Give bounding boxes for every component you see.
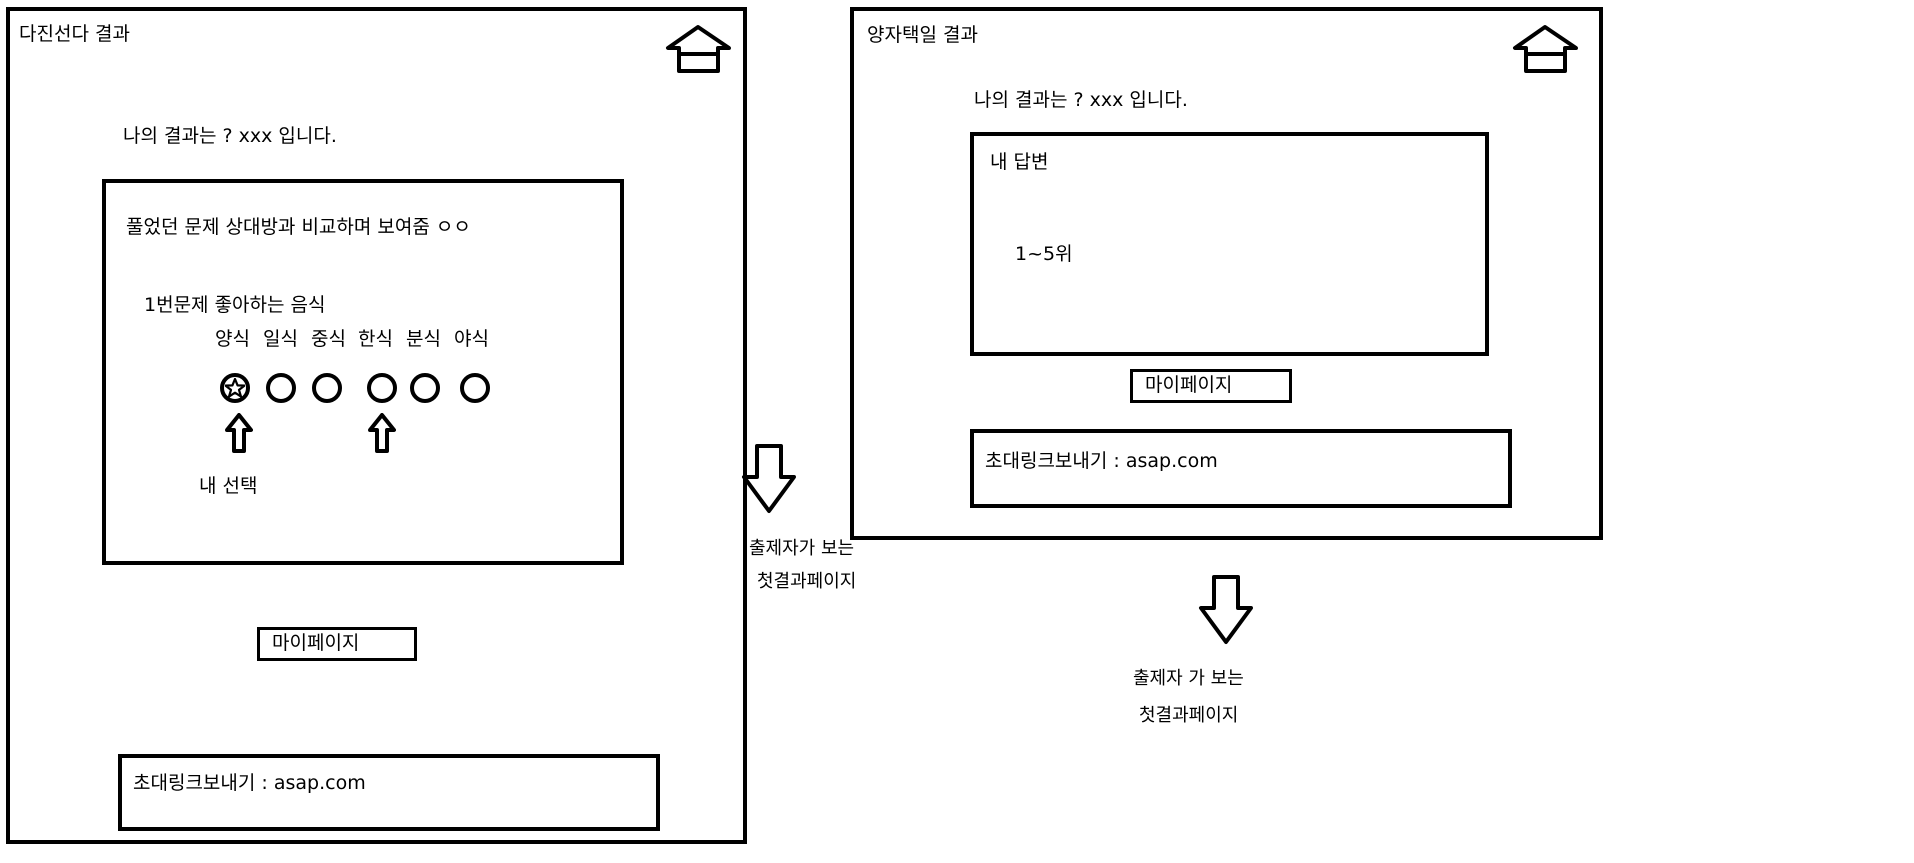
home-icon[interactable] (665, 24, 731, 74)
option-radio[interactable] (367, 373, 397, 403)
right-screen-frame (850, 7, 1603, 540)
option-radio-selected[interactable] (220, 373, 250, 403)
option-radio[interactable] (312, 373, 342, 403)
answer-box-heading: 내 답변 (990, 151, 1049, 173)
option-label: 일식 (263, 328, 298, 350)
answer-box (970, 132, 1489, 356)
mypage-button[interactable]: 마이페이지 (1130, 369, 1292, 403)
option-radio[interactable] (410, 373, 440, 403)
left-result-line: 나의 결과는 ? xxx 입니다. (123, 125, 337, 147)
compare-box-heading: 풀었던 문제 상대방과 비교하며 보여줌 ㅇㅇ (126, 216, 471, 238)
answer-rank: 1~5위 (1015, 243, 1073, 265)
question-text: 1번문제 좋아하는 음식 (144, 294, 326, 316)
right-screen-title: 양자택일 결과 (867, 24, 978, 46)
compare-box (102, 179, 624, 565)
up-arrow-icon (368, 413, 396, 453)
home-icon[interactable] (1512, 24, 1578, 74)
option-radio[interactable] (460, 373, 490, 403)
left-screen-title: 다진선다 결과 (19, 23, 130, 45)
invite-link-text[interactable]: 초대링크보내기 : asap.com (985, 450, 1218, 472)
option-label: 야식 (454, 328, 489, 350)
flow-note-line2: 첫결과페이지 (1139, 705, 1239, 726)
option-radio[interactable] (266, 373, 296, 403)
flow-note-line1: 출제자 가 보는 (1133, 668, 1244, 689)
mypage-button[interactable]: 마이페이지 (257, 627, 417, 661)
invite-link-box[interactable] (118, 754, 660, 831)
invite-link-box[interactable] (970, 429, 1512, 508)
my-choice-label: 내 선택 (199, 475, 258, 497)
up-arrow-icon (225, 413, 253, 453)
right-result-line: 나의 결과는 ? xxx 입니다. (974, 89, 1188, 111)
down-arrow-icon (742, 444, 796, 513)
flow-note-line2: 첫결과페이지 (757, 571, 857, 592)
option-label: 한식 (358, 328, 393, 350)
star-icon (225, 378, 245, 398)
flow-note-line1: 출제자가 보는 (749, 538, 855, 559)
left-screen-frame (6, 7, 747, 844)
down-arrow-icon (1199, 575, 1253, 644)
option-label: 분식 (406, 328, 441, 350)
option-label: 양식 (215, 328, 250, 350)
option-label: 중식 (311, 328, 346, 350)
invite-link-text[interactable]: 초대링크보내기 : asap.com (133, 772, 366, 794)
